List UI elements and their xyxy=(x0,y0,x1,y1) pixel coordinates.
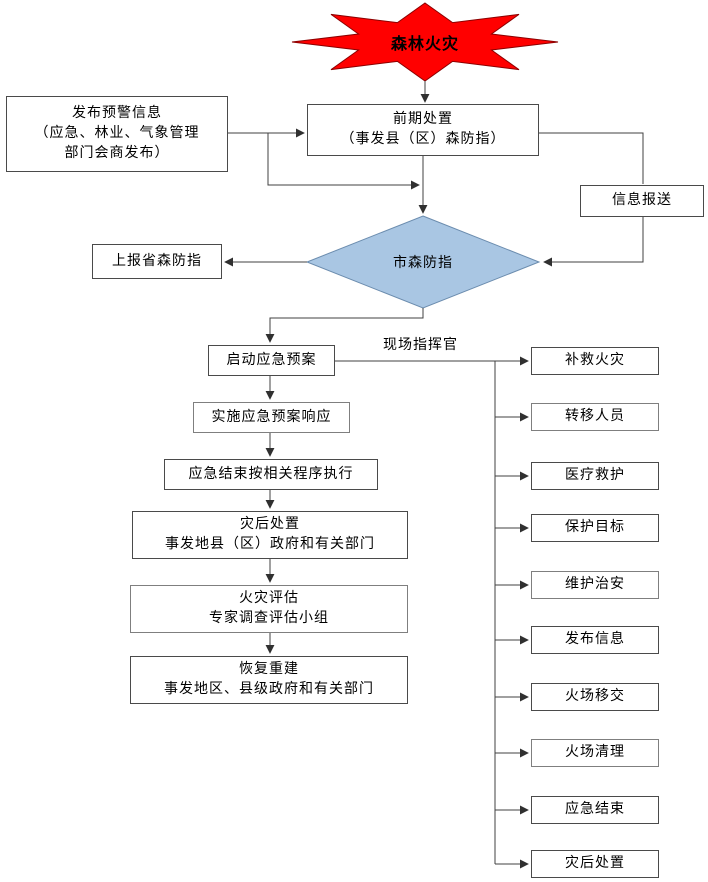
node-info-report: 信息报送 xyxy=(580,185,704,217)
node-reconstruction: 恢复重建 事发地区、县级政府和有关部门 xyxy=(130,656,408,704)
node-reconstruction-line1: 恢复重建 xyxy=(239,662,299,678)
node-post-disaster-line2: 事发地县（区）政府和有关部门 xyxy=(165,537,375,552)
node-publish-warning: 发布预警信息 （应急、林业、气象管理 部门会商发布） xyxy=(6,96,228,172)
task-box-emergency-end: 应急结束 xyxy=(531,796,659,824)
task-label: 火场移交 xyxy=(565,689,625,705)
node-post-disaster-line1: 灾后处置 xyxy=(240,517,300,533)
task-label: 医疗救护 xyxy=(565,468,625,484)
node-activate-plan: 启动应急预案 xyxy=(208,345,335,376)
task-label: 火场清理 xyxy=(565,745,625,761)
node-reconstruction-line2: 事发地区、县级政府和有关部门 xyxy=(164,682,374,697)
connector-lines xyxy=(224,81,644,869)
node-initial-disposal-line1: 前期处置 xyxy=(393,112,453,128)
node-post-disaster: 灾后处置 事发地县（区）政府和有关部门 xyxy=(132,511,408,559)
task-box-protect-targets: 保护目标 xyxy=(531,514,659,542)
node-initial-disposal: 前期处置 （事发县（区）森防指） xyxy=(307,104,539,156)
task-label: 维护治安 xyxy=(565,577,625,593)
node-end-by-procedure: 应急结束按相关程序执行 xyxy=(164,459,378,490)
node-fire-assessment-line2: 专家调查评估小组 xyxy=(209,611,329,626)
task-box-post-disaster-disposal: 灾后处置 xyxy=(531,850,659,878)
task-box-medical-rescue: 医疗救护 xyxy=(531,462,659,490)
task-label: 应急结束 xyxy=(565,802,625,818)
task-label: 灾后处置 xyxy=(565,856,625,872)
node-implement-response: 实施应急预案响应 xyxy=(193,402,350,433)
node-fire-assessment: 火灾评估 专家调查评估小组 xyxy=(130,585,408,633)
node-info-report-label: 信息报送 xyxy=(612,193,672,209)
task-box-maintain-order: 维护治安 xyxy=(531,571,659,599)
task-label: 转移人员 xyxy=(565,409,625,425)
task-box-remediate-fire: 补救火灾 xyxy=(531,347,659,375)
node-report-province-label: 上报省森防指 xyxy=(112,253,202,269)
node-report-province: 上报省森防指 xyxy=(92,244,222,279)
task-box-fire-site-cleanup: 火场清理 xyxy=(531,739,659,767)
task-box-fire-site-handover: 火场移交 xyxy=(531,683,659,711)
task-label: 保护目标 xyxy=(565,520,625,536)
node-initial-disposal-line2: （事发县（区）森防指） xyxy=(340,132,506,147)
task-label: 补救火灾 xyxy=(565,353,625,369)
task-label: 发布信息 xyxy=(565,632,625,648)
node-end-by-procedure-label: 应急结束按相关程序执行 xyxy=(188,466,354,482)
start-star-label: 森林火灾 xyxy=(390,36,459,53)
task-box-publish-info: 发布信息 xyxy=(531,626,659,654)
decision-diamond-label: 市森防指 xyxy=(393,256,453,271)
node-publish-warning-line3: 部门会商发布） xyxy=(64,145,170,161)
node-publish-warning-line2: （应急、林业、气象管理 xyxy=(34,126,200,142)
node-activate-plan-label: 启动应急预案 xyxy=(226,352,317,368)
node-publish-warning-line1: 发布预警信息 xyxy=(72,106,162,122)
commander-label: 现场指挥官 xyxy=(383,338,458,353)
node-fire-assessment-line1: 火灾评估 xyxy=(239,591,299,607)
task-box-transfer-personnel: 转移人员 xyxy=(531,403,659,431)
node-implement-response-label: 实施应急预案响应 xyxy=(211,409,332,425)
